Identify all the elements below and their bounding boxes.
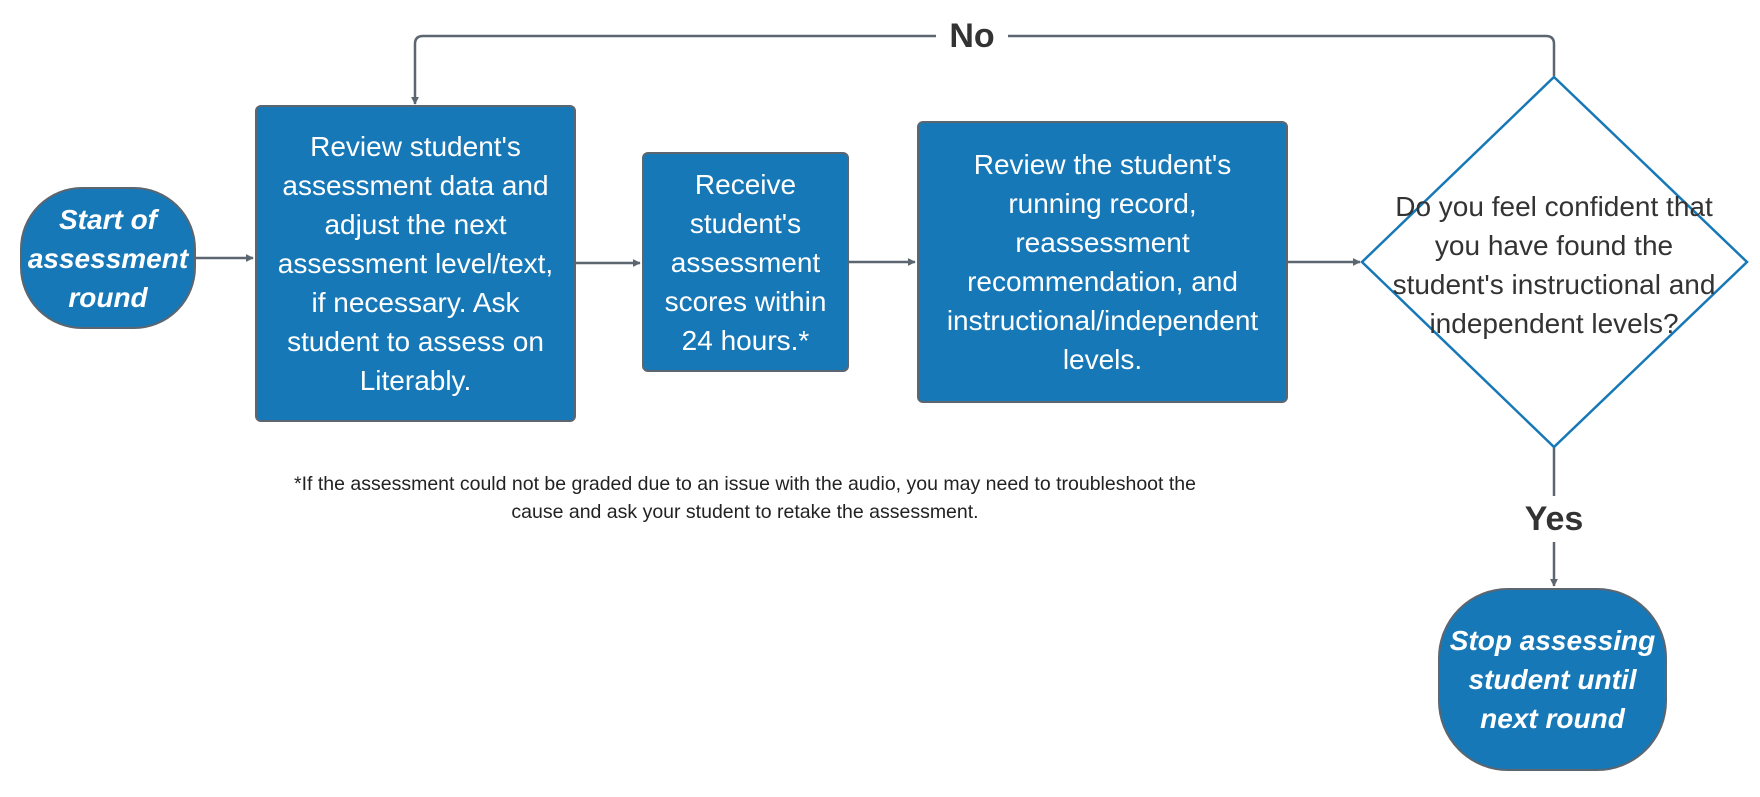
decision-question-text: Do you feel confident that you have foun… (1392, 191, 1716, 339)
no-label: No (936, 16, 1008, 56)
decision-diamond (1360, 75, 1749, 449)
start-terminal-text: Start of assessment round (27, 203, 189, 313)
review-record-step-text: Review the student's running record, rea… (946, 149, 1259, 375)
receive-scores-step-text: Receive student's assessment scores with… (664, 168, 827, 356)
stop-terminal-text: Stop assessing student until next round (1449, 625, 1656, 734)
start-terminal: Start of assessment round (20, 187, 196, 329)
stop-terminal: Stop assessing student until next round (1438, 588, 1667, 771)
footnote-line-2: cause and ask your student to retake the… (511, 501, 979, 523)
review-record-step: Review the student's running record, rea… (917, 121, 1288, 403)
receive-scores-step: Receive student's assessment scores with… (642, 152, 849, 372)
decision-question: Do you feel confident that you have foun… (1384, 152, 1724, 378)
footnote-line-1: *If the assessment could not be graded d… (294, 473, 1196, 495)
footnote: *If the assessment could not be graded d… (210, 470, 1280, 526)
review-data-step-text: Review student's assessment data and adj… (277, 131, 554, 396)
review-data-step: Review student's assessment data and adj… (255, 105, 576, 422)
yes-label: Yes (1514, 496, 1594, 542)
